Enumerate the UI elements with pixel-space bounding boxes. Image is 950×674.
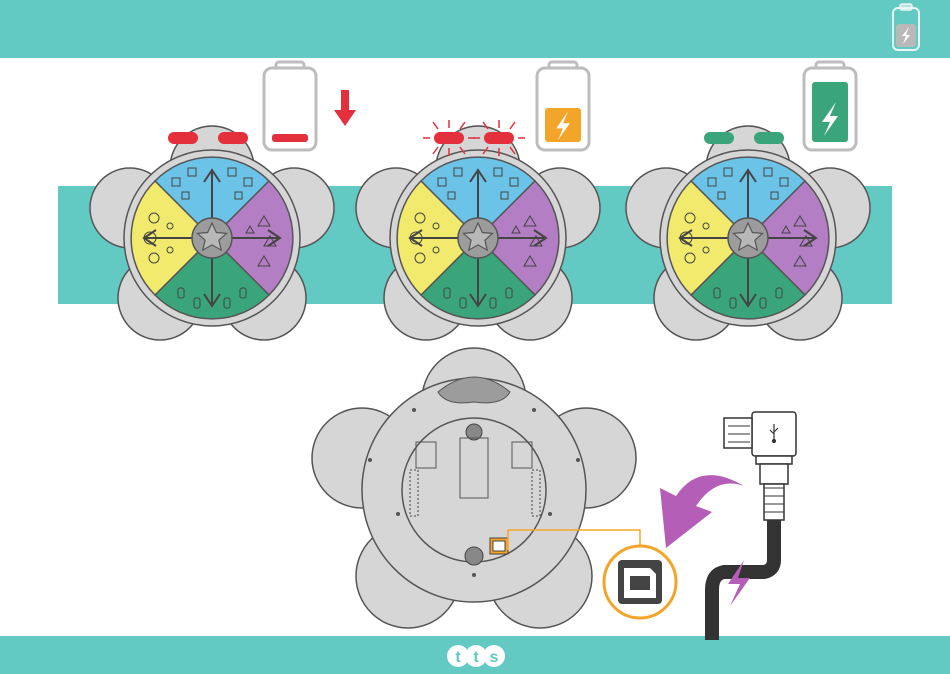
battery-low-icon: [264, 62, 316, 150]
usb-cable-icon: [712, 412, 796, 640]
battery-charging-icon: [893, 4, 919, 50]
robot-charging: [356, 120, 600, 340]
eye-right: [218, 132, 248, 144]
svg-text:t: t: [455, 649, 461, 666]
eye-left: [168, 132, 198, 144]
insert-arrow-icon: [660, 475, 744, 548]
arrow-down-icon: [334, 90, 356, 126]
robot-low-battery: [90, 126, 334, 340]
tts-logo: t t s: [446, 643, 506, 669]
battery-charging-icon: [537, 62, 589, 150]
usb-b-port-icon: [490, 538, 508, 554]
svg-text:s: s: [490, 649, 499, 666]
robot-fully-charged: [626, 126, 870, 340]
battery-full-icon: [804, 62, 856, 150]
usb-b-port-icon: [604, 546, 676, 618]
eye-left: [704, 132, 734, 144]
eye-right: [754, 132, 784, 144]
robot-underside: [312, 348, 636, 628]
svg-text:t: t: [473, 649, 479, 666]
